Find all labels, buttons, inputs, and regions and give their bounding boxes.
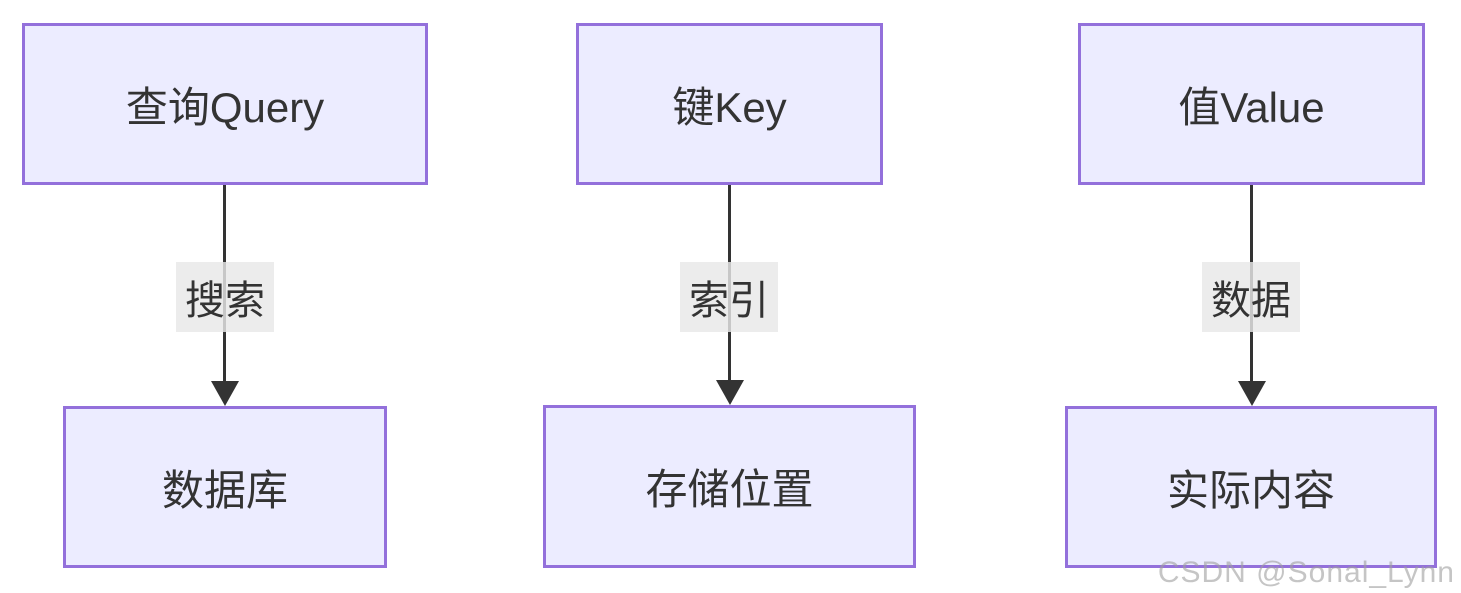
arrowhead-down-icon <box>1238 381 1266 406</box>
edge-label-search: 搜索 <box>176 262 274 332</box>
node-value: 值Value <box>1078 23 1425 185</box>
watermark: CSDN @Sonal_Lynn <box>1157 556 1455 589</box>
edge-label-index-text: 索引 <box>689 279 769 323</box>
node-storage-location: 存储位置 <box>543 405 916 568</box>
node-key: 键Key <box>576 23 883 185</box>
node-storage-location-label: 存储位置 <box>645 466 814 513</box>
node-key-label: 键Key <box>672 83 787 131</box>
node-database-label: 数据库 <box>161 466 288 514</box>
node-query-label: 查询Query <box>125 83 325 131</box>
node-actual-content: 实际内容 <box>1065 406 1437 568</box>
edge-label-search-text: 搜索 <box>185 279 265 323</box>
arrowhead-down-icon <box>211 381 239 406</box>
edge-label-data: 数据 <box>1202 262 1300 332</box>
edge-label-index: 索引 <box>680 262 778 332</box>
edge-label-data-text: 数据 <box>1211 279 1291 323</box>
arrowhead-down-icon <box>716 380 744 405</box>
node-actual-content-label: 实际内容 <box>1166 466 1335 514</box>
node-value-label: 值Value <box>1178 83 1325 131</box>
node-database: 数据库 <box>63 406 387 568</box>
node-query: 查询Query <box>22 23 428 185</box>
